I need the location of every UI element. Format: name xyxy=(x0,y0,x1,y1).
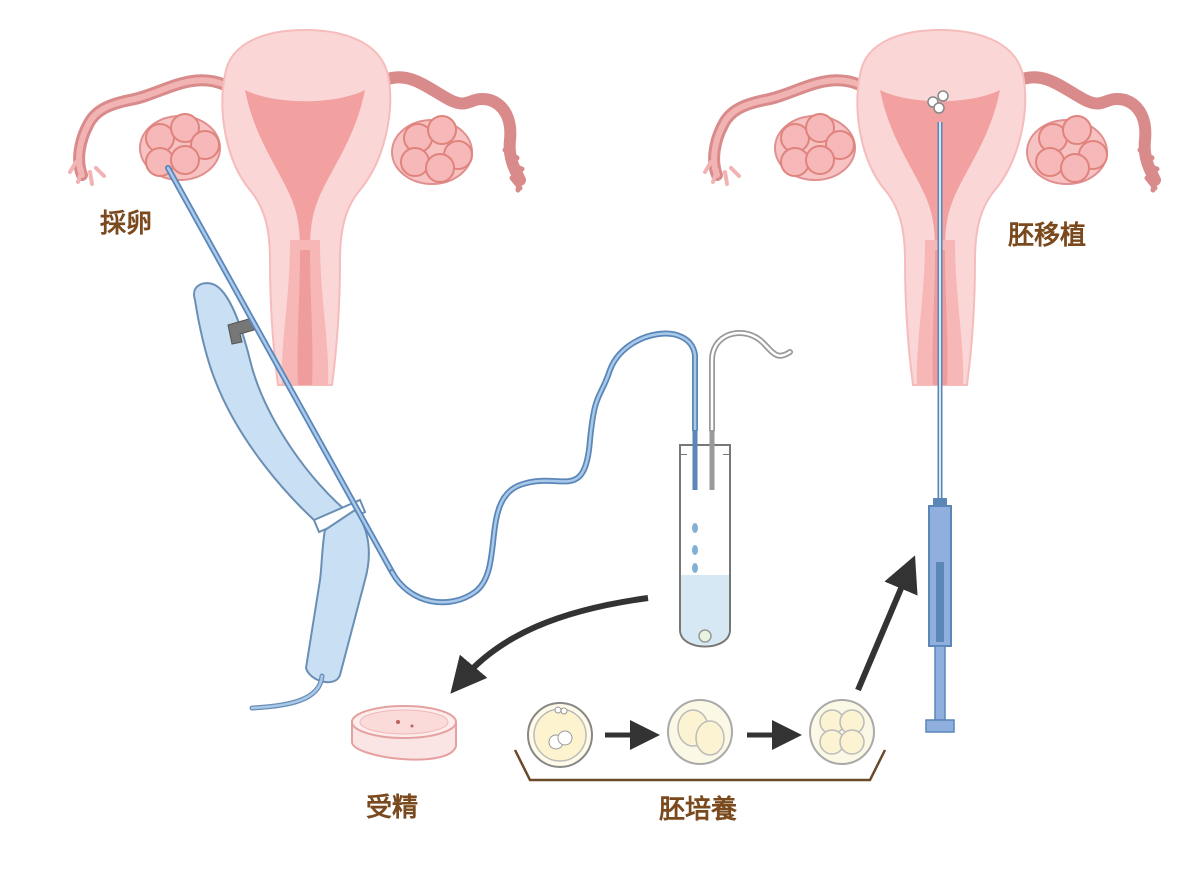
embryo-culture-bracket xyxy=(513,749,887,782)
embryo-stage-1 xyxy=(527,702,593,768)
uterus-right-illustration xyxy=(705,30,1157,385)
embryo-stage-2 xyxy=(667,699,733,765)
uterus-left-illustration xyxy=(70,30,522,385)
petri-dish xyxy=(351,705,457,761)
arrow-tube-to-dish xyxy=(450,595,649,694)
collection-test-tube xyxy=(679,329,793,648)
egg-retrieval-label: 採卵 xyxy=(100,209,152,239)
ultrasound-probe-illustration xyxy=(165,165,698,711)
embryo-transfer-label: 胚移植 xyxy=(1007,221,1086,251)
arrow-embryo-to-catheter xyxy=(855,555,918,692)
transfer-catheter xyxy=(925,122,955,733)
embryo-stage-3 xyxy=(809,699,875,765)
fertilization-label: 受精 xyxy=(366,792,418,823)
embryo-culture-label: 胚培養 xyxy=(658,795,738,825)
